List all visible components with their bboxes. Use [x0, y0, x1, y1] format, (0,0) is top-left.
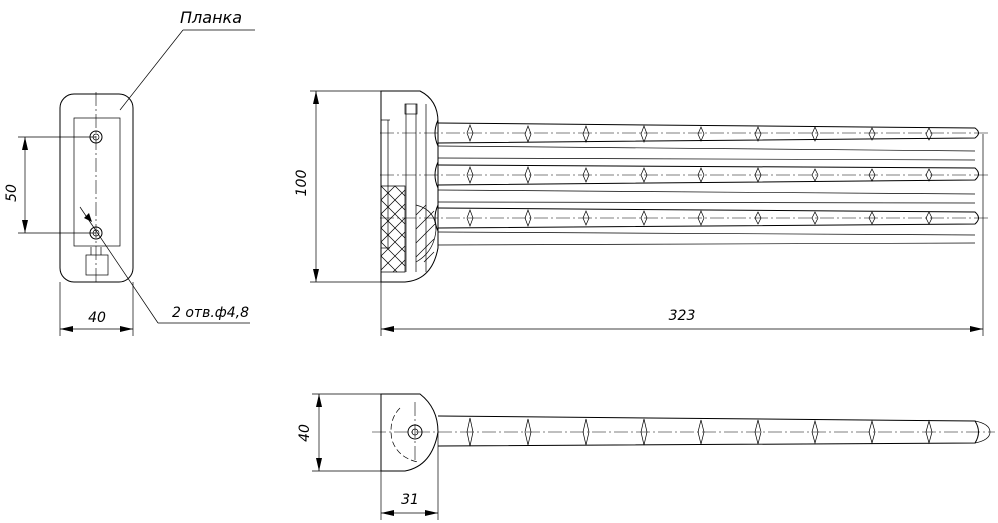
plate-outline	[59, 93, 134, 283]
bar-top-view	[437, 415, 979, 447]
bar-middle	[380, 161, 990, 189]
top-view: 40 31	[297, 393, 995, 520]
plate-bottom-clip	[85, 254, 109, 276]
bar-bottom	[380, 204, 990, 232]
mount-body	[380, 90, 439, 283]
holes-note-leader	[79, 206, 159, 324]
bar-notches	[466, 124, 933, 227]
head-length-label: 31	[401, 492, 419, 508]
part-name-label: Планка	[180, 8, 242, 27]
height-label: 100	[294, 170, 310, 197]
bar-top	[380, 119, 990, 147]
hole-spacing-label: 50	[4, 184, 20, 202]
head-outline	[380, 393, 439, 472]
holes-note-label: 2 отв.ф4,8	[172, 305, 249, 321]
thickness-label: 40	[297, 424, 313, 442]
plate-width-label: 40	[88, 310, 106, 326]
part-name-leader	[119, 29, 184, 111]
hatched-section	[380, 185, 437, 273]
front-view: 100 323	[294, 90, 990, 336]
plate-slot	[73, 117, 121, 247]
plate-view: 50 40 Планка 2 отв.ф4,8	[4, 8, 255, 336]
top-view-notches	[466, 417, 933, 447]
length-label: 323	[669, 308, 696, 324]
